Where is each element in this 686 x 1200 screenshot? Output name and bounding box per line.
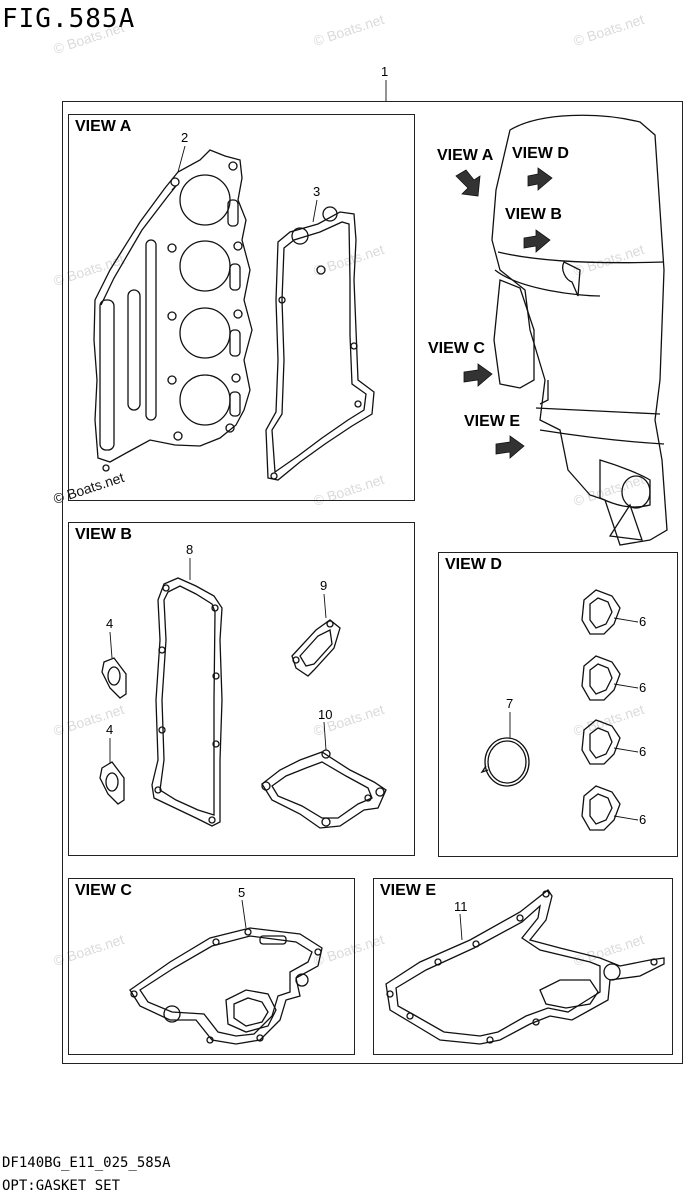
view-c-label: VIEW C <box>75 882 132 899</box>
callout-10: 10 <box>318 707 333 722</box>
view-e-panel: VIEW E <box>373 878 673 1055</box>
figure-title: FIG.585A <box>2 4 136 34</box>
view-d-label: VIEW D <box>445 556 502 573</box>
callout-6-d: 6 <box>639 812 647 827</box>
callout-6-c: 6 <box>639 744 647 759</box>
arrow-view-b-icon <box>523 229 551 253</box>
view-a-label: VIEW A <box>75 118 132 135</box>
callout-7: 7 <box>506 696 514 711</box>
engine-label-view-d: VIEW D <box>512 145 569 162</box>
callout-6-a: 6 <box>639 614 647 629</box>
view-b-label: VIEW B <box>75 526 132 543</box>
outer-frame <box>62 101 683 1064</box>
view-e-label: VIEW E <box>380 882 437 899</box>
engine-label-view-a: VIEW A <box>437 147 494 164</box>
view-c-panel: VIEW C <box>68 878 355 1055</box>
engine-label-view-c: VIEW C <box>428 340 485 357</box>
callout-8: 8 <box>186 542 194 557</box>
engine-label-view-e: VIEW E <box>464 413 521 430</box>
view-d-panel: VIEW D <box>438 552 678 857</box>
callout-11: 11 <box>454 899 468 914</box>
footer-code: DF140BG_E11_025_585A <box>2 1155 171 1171</box>
callout-1: 1 <box>381 64 389 79</box>
callout-4-upper: 4 <box>106 616 114 631</box>
arrow-view-c-icon <box>463 363 493 387</box>
callout-5: 5 <box>238 885 246 900</box>
engine-label-view-b: VIEW B <box>505 206 562 223</box>
view-b-panel: VIEW B <box>68 522 415 856</box>
arrow-view-e-icon <box>495 435 525 459</box>
callout-3: 3 <box>313 184 321 199</box>
arrow-view-a-icon <box>455 169 481 197</box>
callout-2: 2 <box>181 130 189 145</box>
callout-4-lower: 4 <box>106 722 114 737</box>
footer-name: OPT:GASKET SET <box>2 1178 121 1194</box>
callout-9: 9 <box>320 578 328 593</box>
arrow-view-d-icon <box>527 167 553 191</box>
callout-6-b: 6 <box>639 680 647 695</box>
view-a-panel: VIEW A <box>68 114 415 501</box>
